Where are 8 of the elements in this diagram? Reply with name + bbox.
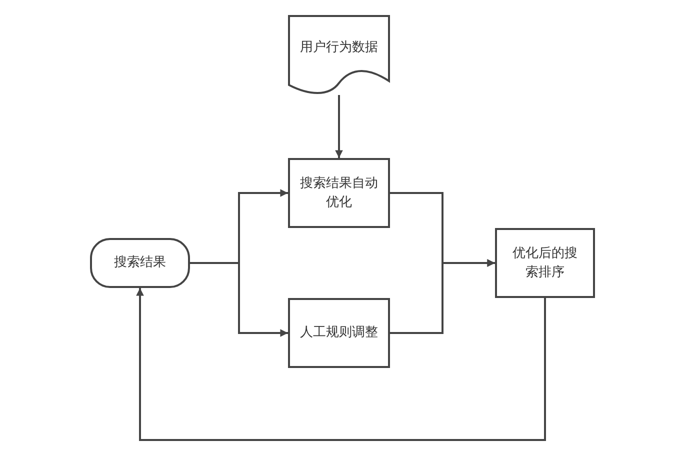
arrow: [136, 288, 546, 441]
rounded-box: 搜索结果: [90, 238, 190, 288]
process-box: 人工规则调整: [288, 298, 390, 368]
process-box: 优化后的搜索排序: [495, 228, 595, 298]
process-box: 搜索结果自动优化: [288, 158, 390, 228]
arrow: [390, 259, 495, 334]
arrow: [335, 95, 343, 158]
document-shape: 用户行为数据: [288, 15, 390, 95]
